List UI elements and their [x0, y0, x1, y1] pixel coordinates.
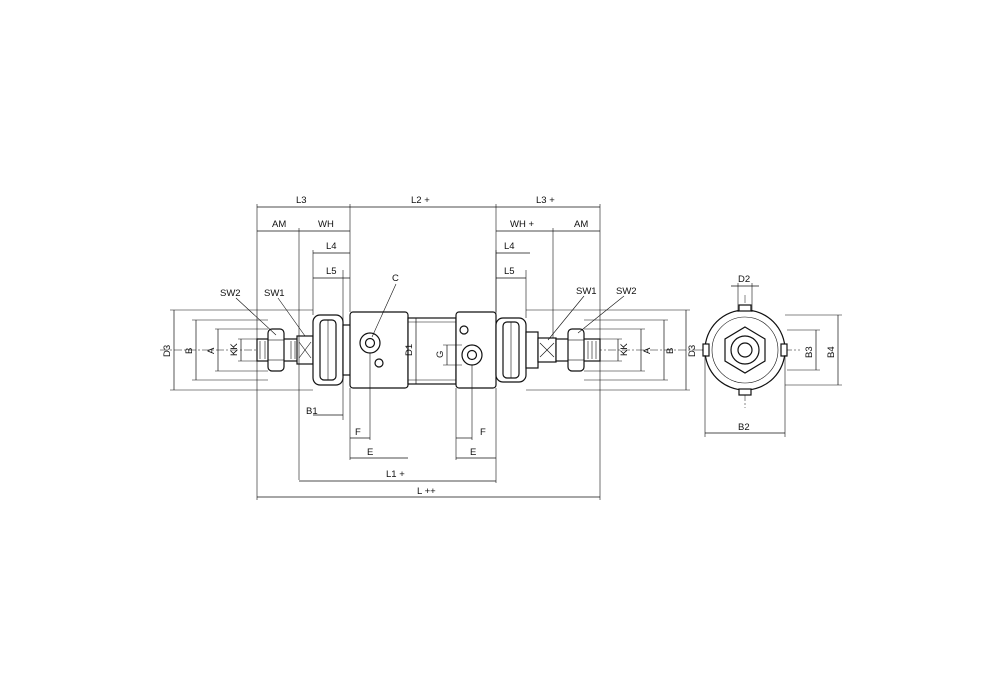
label-e-right: E: [470, 447, 476, 458]
label-f-right: F: [480, 427, 486, 438]
label-b-left: B: [184, 348, 195, 354]
label-b4: B4: [826, 346, 837, 358]
label-am-left: AM: [272, 219, 286, 230]
cylinder-body: [342, 311, 497, 389]
label-l4-left: L4: [326, 241, 337, 252]
label-f-left: F: [355, 427, 361, 438]
right-rod-end: [495, 317, 601, 383]
top-horizontal-dimensions: [256, 204, 601, 480]
bottom-horizontal-dimensions: [256, 353, 601, 500]
label-d1: D1: [404, 344, 415, 356]
right-vertical-dimensions: [408, 309, 690, 391]
label-d3-left: D3: [162, 345, 173, 357]
label-kk-left: KK: [229, 343, 240, 356]
label-b-right: B: [665, 348, 676, 354]
label-l2: L2 +: [411, 195, 430, 206]
left-vertical-dimensions: [170, 309, 313, 391]
label-wh-left: WH: [318, 219, 334, 230]
leader-lines: [235, 283, 625, 341]
dimension-labels: L3 L2 + L3 + AM WH WH + AM L4 L4 L5 L5 C…: [162, 195, 837, 497]
label-b1: B1: [306, 406, 318, 417]
label-l3-right: L3 +: [536, 195, 555, 206]
label-l: L ++: [417, 486, 436, 497]
label-am-right: AM: [574, 219, 588, 230]
left-rod-end: [256, 314, 344, 386]
label-g: G: [435, 351, 446, 358]
label-a-right: A: [642, 347, 653, 354]
label-l5-right: L5: [504, 266, 515, 277]
label-a-left: A: [206, 347, 217, 354]
label-b3: B3: [804, 346, 815, 358]
label-sw2-right: SW2: [616, 286, 637, 297]
label-sw1-right: SW1: [576, 286, 597, 297]
label-l4-right: L4: [504, 241, 515, 252]
label-d2: D2: [738, 274, 750, 285]
label-sw1-left: SW1: [264, 288, 285, 299]
label-l5-left: L5: [326, 266, 337, 277]
label-kk-right: KK: [619, 343, 630, 356]
label-sw2-left: SW2: [220, 288, 241, 299]
label-b2: B2: [738, 422, 750, 433]
label-d3-right: D3: [687, 345, 698, 357]
end-view: [700, 283, 842, 437]
label-c: C: [392, 273, 399, 284]
label-l1: L1 +: [386, 469, 405, 480]
label-e-left: E: [367, 447, 373, 458]
label-l3-left: L3: [296, 195, 307, 206]
label-wh-right: WH +: [510, 219, 534, 230]
